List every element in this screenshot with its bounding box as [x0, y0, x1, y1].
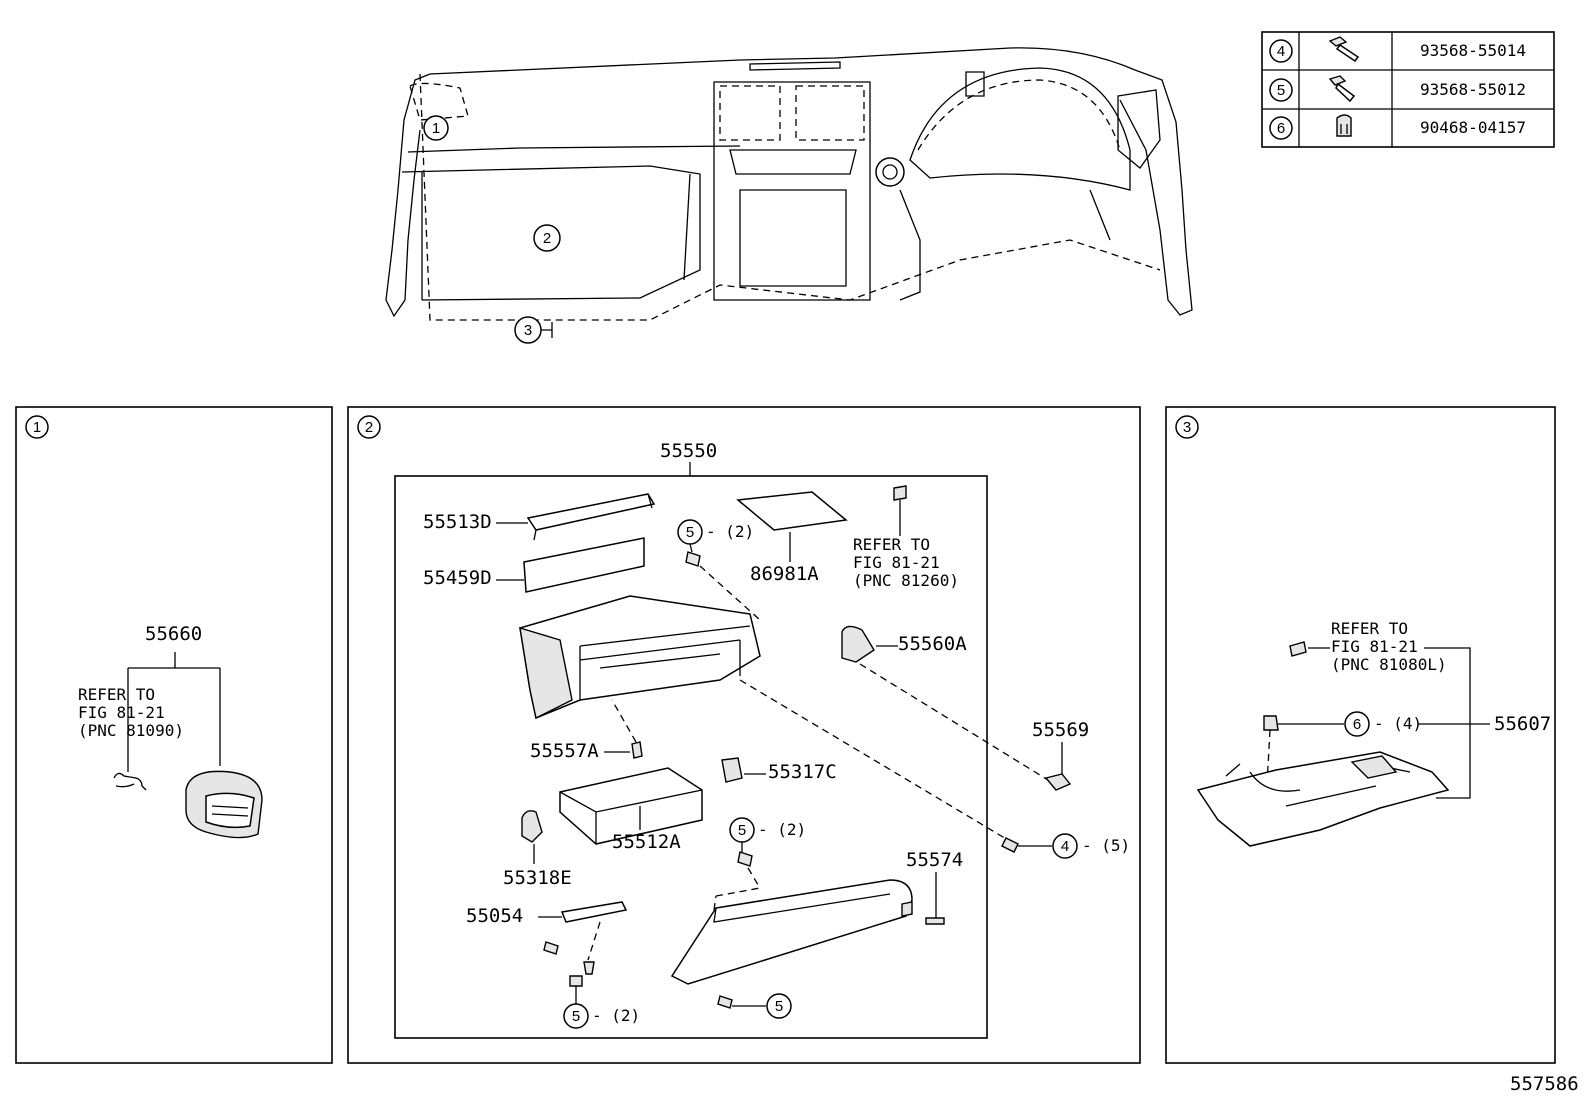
panel-number-badge: 2: [357, 415, 381, 439]
screw-icon: [1328, 75, 1356, 103]
fastener-callout: 4 - (5): [1001, 833, 1130, 859]
fastener-key: 5: [1277, 82, 1285, 99]
fastener-table: 4 93568-55014 5 93568-55012 6 90468-0415: [1261, 31, 1555, 148]
svg-text:1: 1: [432, 120, 440, 137]
part-number: 55660: [145, 623, 202, 645]
assembly-number: 55550: [660, 440, 717, 462]
fastener-row-4: 4 93568-55014: [1269, 36, 1526, 63]
fastener-part-no: 90468-04157: [1420, 118, 1526, 137]
svg-text:2: 2: [543, 230, 551, 247]
overview-callout-2: 2: [533, 224, 561, 252]
part-number: 55560A: [898, 633, 967, 655]
air-vent-part: [185, 770, 263, 839]
svg-text:2: 2: [365, 419, 373, 436]
part-number: 55512A: [612, 831, 681, 853]
fastener-key: 4: [1277, 43, 1285, 60]
fastener-part-no: 93568-55014: [1420, 41, 1526, 60]
fastener-row-6: 6 90468-04157: [1269, 114, 1526, 140]
svg-text:- (2): - (2): [758, 820, 806, 839]
fastener-callout: 5: [717, 993, 792, 1019]
glove-box-door: [670, 879, 913, 985]
reference-text: FIG 81-21: [1331, 637, 1418, 656]
panel-number-badge: 3: [1175, 415, 1199, 439]
reference-text: FIG 81-21: [78, 703, 165, 722]
svg-text:4: 4: [1061, 838, 1069, 855]
part-number: 55557A: [530, 740, 599, 762]
svg-text:5: 5: [572, 1008, 580, 1025]
reference-text: (PNC 81260): [853, 571, 959, 590]
part-number: 55459D: [423, 567, 492, 589]
clip-part: [113, 772, 147, 791]
svg-text:5: 5: [775, 998, 783, 1015]
overview-callout-3: 3: [514, 316, 553, 344]
svg-text:- (2): - (2): [592, 1006, 640, 1025]
under-cover-part: [1196, 751, 1450, 847]
glove-box-housing: [519, 595, 761, 720]
part-number: 55317C: [768, 761, 837, 783]
part-number: 55607: [1494, 713, 1551, 735]
reference-text: FIG 81-21: [853, 553, 940, 572]
svg-text:6: 6: [1353, 716, 1361, 733]
panel-3: 3 REFER TO FIG 81-21 (PNC 81080L) 55607 …: [1165, 406, 1556, 1064]
svg-text:- (4): - (4): [1374, 714, 1422, 733]
svg-text:- (5): - (5): [1082, 836, 1130, 855]
figure-id: 557586: [1510, 1073, 1579, 1095]
reference-text: (PNC 81080L): [1331, 655, 1447, 674]
part-number: 55574: [906, 849, 963, 871]
screw-icon: [1328, 36, 1360, 63]
reference-text: REFER TO: [853, 535, 930, 554]
clip-icon: [1336, 114, 1352, 137]
fastener-callout: 5 - (2): [563, 975, 640, 1029]
part-number: 55318E: [503, 867, 572, 889]
panel-number-badge: 1: [25, 415, 49, 439]
panel-1: 1 55660 REFER TO FIG 81-21 (PNC 81090): [15, 406, 333, 1064]
svg-text:5: 5: [686, 524, 694, 541]
svg-text:- (2): - (2): [706, 522, 754, 541]
fastener-callout: 6 - (4): [1263, 711, 1490, 737]
reference-text: (PNC 81090): [78, 721, 184, 740]
svg-text:1: 1: [33, 419, 41, 436]
reference-text: REFER TO: [78, 685, 155, 704]
fastener-part-no: 93568-55012: [1420, 80, 1526, 99]
panel-2: 2 55550 55513D 55459D 86981A REFER TO FI…: [347, 406, 1141, 1064]
part-number: 55054: [466, 905, 523, 927]
svg-text:3: 3: [1183, 419, 1191, 436]
svg-text:5: 5: [738, 822, 746, 839]
instrument-panel-overview: 1 2 3: [385, 47, 1193, 344]
reference-text: REFER TO: [1331, 619, 1408, 638]
fastener-callout: 5 - (2): [677, 519, 761, 621]
fastener-callout: 5 - (2): [729, 817, 806, 889]
part-number: 86981A: [750, 563, 819, 585]
overview-callout-1: 1: [423, 115, 449, 141]
fastener-key: 6: [1277, 120, 1285, 137]
part-number: 55513D: [423, 511, 492, 533]
fastener-row-5: 5 93568-55012: [1269, 75, 1526, 103]
part-number: 55569: [1032, 719, 1089, 741]
svg-text:3: 3: [524, 322, 532, 339]
